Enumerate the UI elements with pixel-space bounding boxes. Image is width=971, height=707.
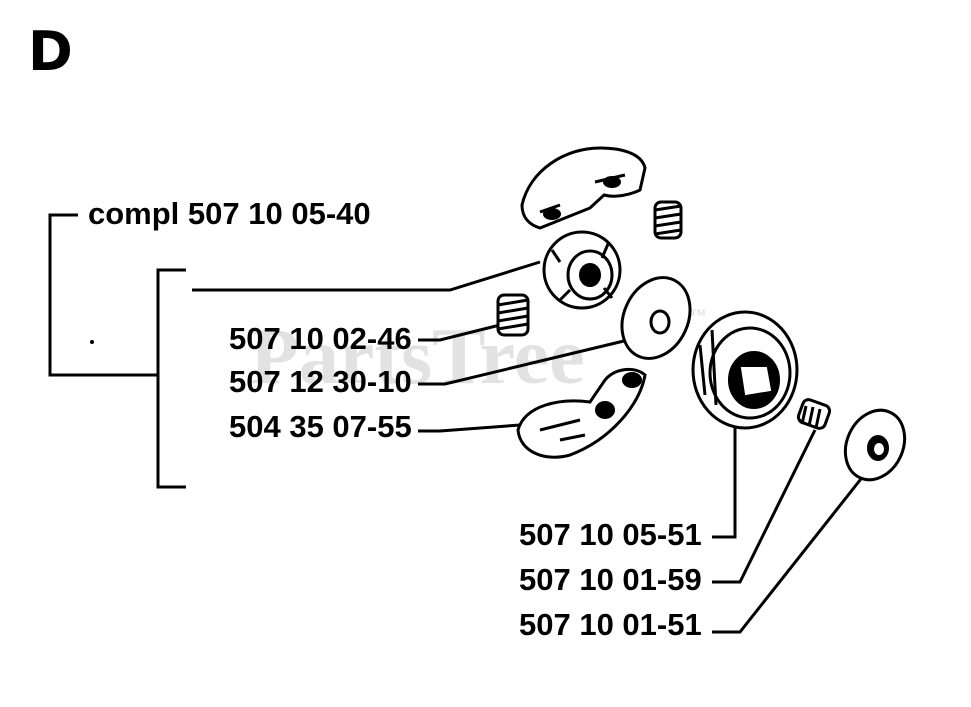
leader-1 xyxy=(418,323,501,342)
clutch-shoe-top xyxy=(520,146,647,230)
leader-2 xyxy=(418,338,629,386)
clutch-drum xyxy=(691,310,799,430)
callout-label-6: 507 10 01-51 xyxy=(519,607,702,642)
assembly-bracket-outer xyxy=(48,213,158,377)
bracket-dot xyxy=(90,340,94,344)
clutch-hub xyxy=(542,230,622,310)
watermark-trademark: ™ xyxy=(690,307,706,324)
spring-left xyxy=(496,293,530,337)
callout-label-5: 507 10 01-59 xyxy=(519,562,702,597)
assembly-bracket-inner xyxy=(156,268,186,489)
callout-label-3: 504 35 07-55 xyxy=(229,409,412,444)
callout-label-1: 507 10 02-46 xyxy=(229,321,412,356)
leader-3 xyxy=(418,423,521,433)
leader-4 xyxy=(712,420,737,539)
callout-label-2: 507 12 30-10 xyxy=(229,364,412,399)
leader-5 xyxy=(712,429,817,584)
callout-label-4: 507 10 05-51 xyxy=(519,517,702,552)
section-letter: D xyxy=(28,20,73,83)
leader-6 xyxy=(712,469,870,634)
clutch-shoe-bottom xyxy=(516,367,647,459)
assembly-label: compl 507 10 05-40 xyxy=(88,196,371,231)
washer-end xyxy=(843,408,907,482)
leader-assembly xyxy=(192,260,541,292)
washer-disc xyxy=(620,276,692,360)
needle-bearing xyxy=(796,398,832,430)
spring-top xyxy=(653,200,683,240)
